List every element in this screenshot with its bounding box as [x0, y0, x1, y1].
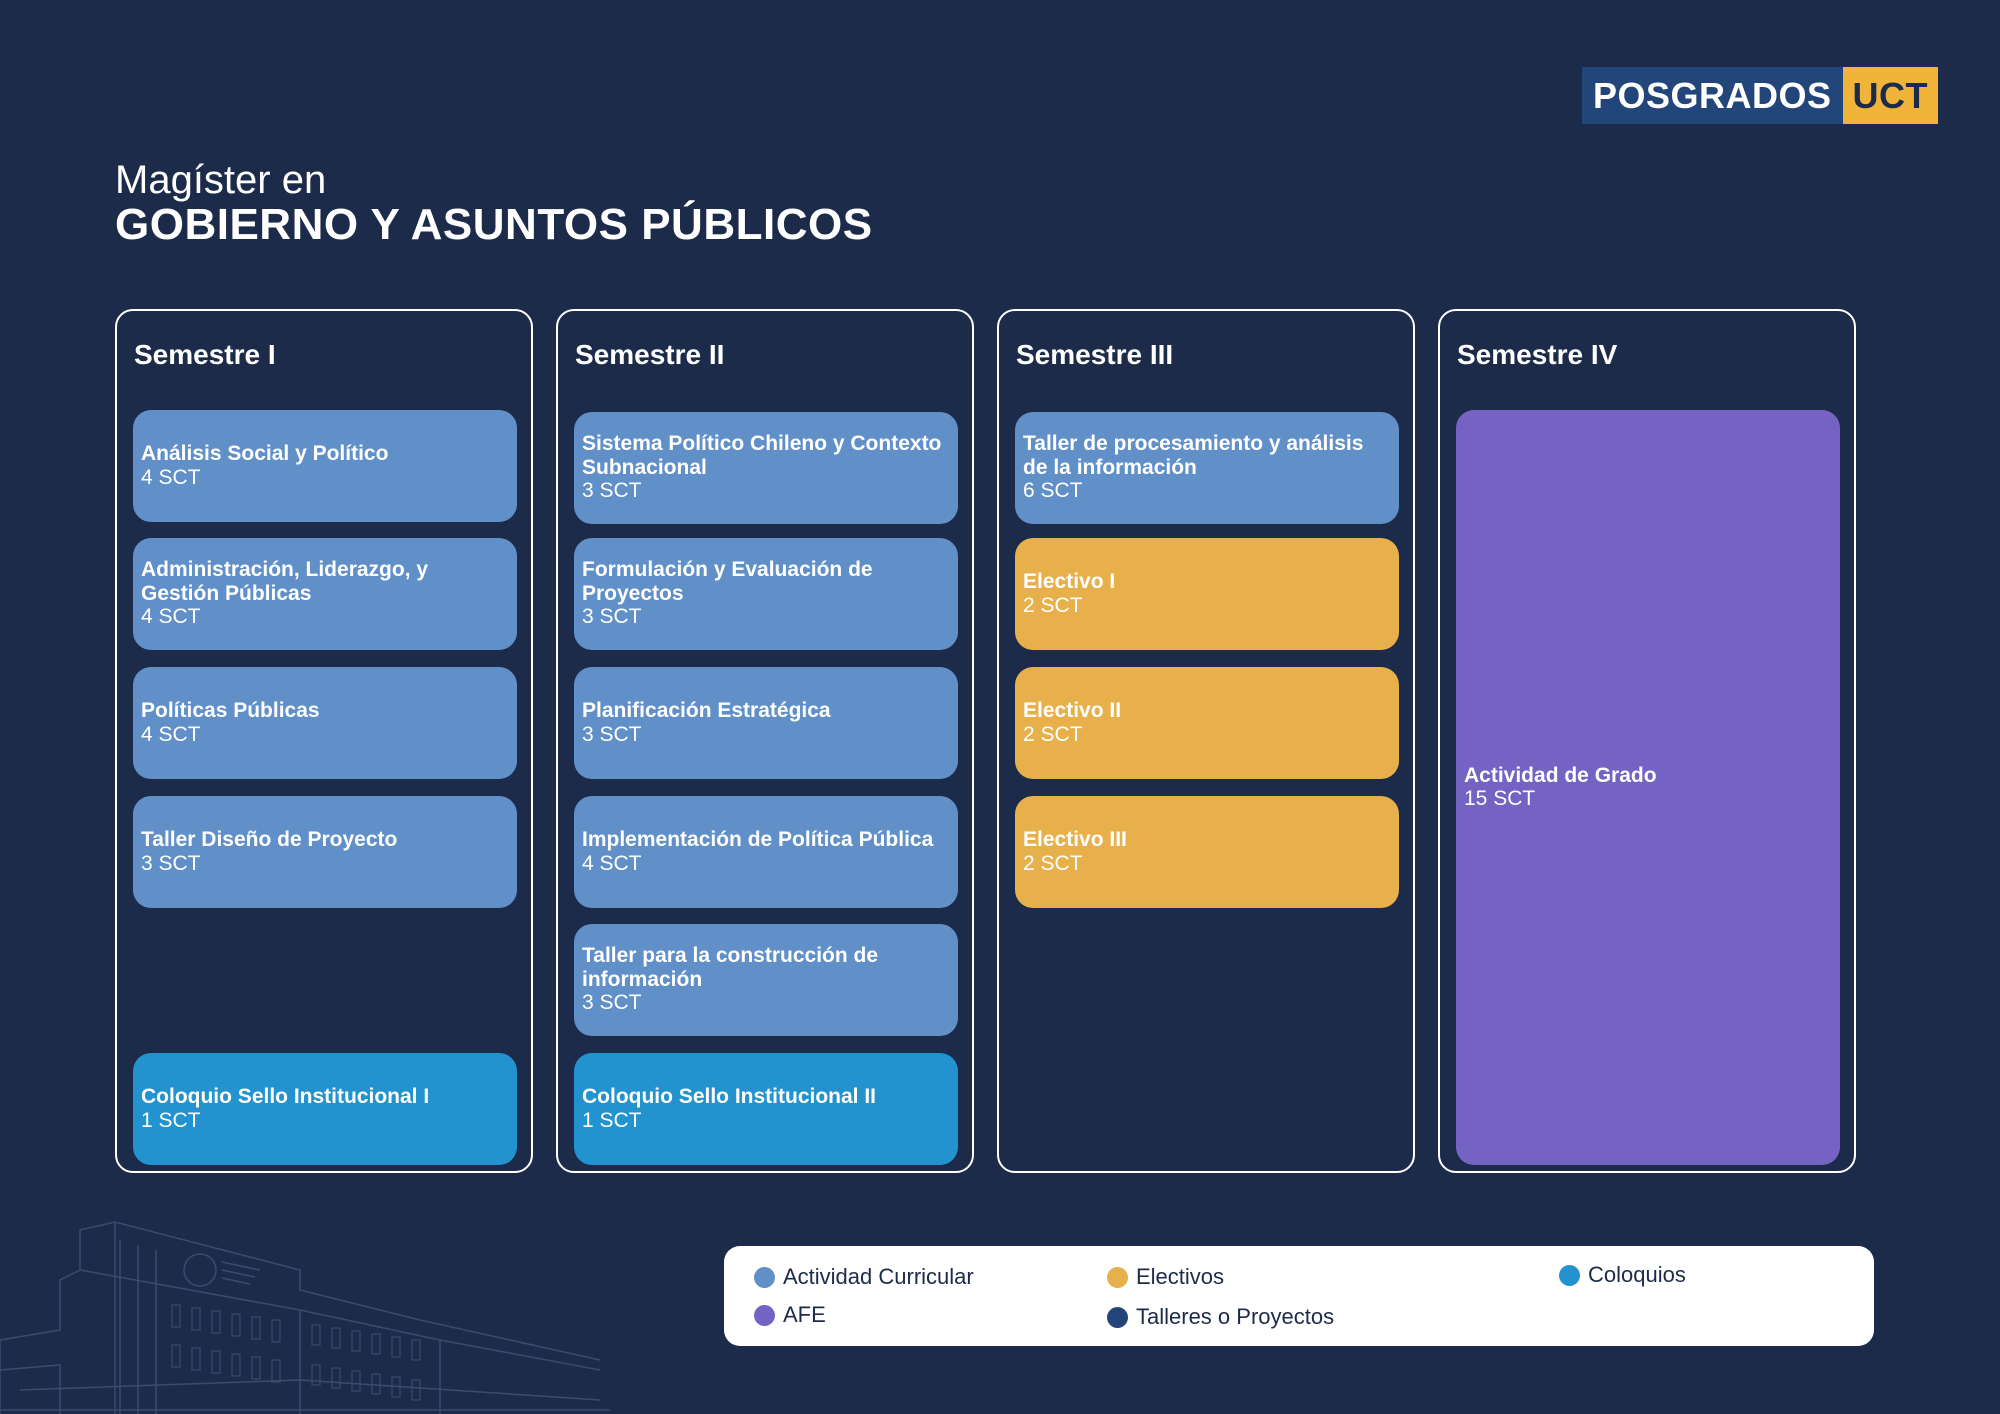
course-credits: 3 SCT: [582, 722, 642, 746]
course-credits: 1 SCT: [141, 1108, 201, 1132]
course-card[interactable]: Electivo I 2 SCT: [1015, 538, 1399, 650]
dot-icon: [1107, 1306, 1128, 1328]
course-credits: 4 SCT: [141, 465, 201, 489]
semester-3-column: Semestre III Taller de procesamiento y a…: [997, 309, 1415, 1173]
course-name: Electivo I: [1023, 570, 1116, 594]
course-card[interactable]: Electivo II 2 SCT: [1015, 667, 1399, 779]
course-card[interactable]: Implementación de Política Pública 4 SCT: [574, 796, 958, 908]
legend-label: AFE: [783, 1302, 826, 1327]
course-credits: 15 SCT: [1464, 787, 1536, 811]
course-name: Taller para la construcción de informaci…: [582, 944, 879, 991]
semester-title: Semestre I: [134, 339, 276, 370]
course-card[interactable]: Administración, Liderazgo, y Gestión Púb…: [133, 538, 517, 650]
course-card[interactable]: Actividad de Grado 15 SCT: [1456, 410, 1840, 1165]
posgrados-uct-logo: POSGRADOS UCT: [1582, 67, 1939, 124]
course-credits: 4 SCT: [582, 851, 642, 875]
course-credits: 3 SCT: [582, 605, 642, 629]
course-card[interactable]: Sistema Político Chileno y Contexto Subn…: [574, 412, 958, 524]
course-name: Taller Diseño de Proyecto: [141, 828, 398, 852]
legend-item-electivos: Electivos: [1107, 1264, 1224, 1290]
program-title: GOBIERNO Y ASUNTOS PÚBLICOS: [115, 200, 873, 249]
course-credits: 3 SCT: [141, 851, 201, 875]
course-credits: 4 SCT: [141, 722, 201, 746]
logo-text-right: UCT: [1842, 67, 1939, 124]
dot-icon: [754, 1304, 775, 1326]
course-card[interactable]: Políticas Públicas 4 SCT: [133, 667, 517, 779]
course-credits: 1 SCT: [582, 1108, 642, 1132]
course-card[interactable]: Taller de procesamiento y análisis de la…: [1015, 412, 1399, 524]
dot-icon: [1107, 1266, 1128, 1288]
dot-icon: [1559, 1264, 1580, 1286]
course-card[interactable]: Formulación y Evaluación de Proyectos 3 …: [574, 538, 958, 650]
semester-4-column: Semestre IV Actividad de Grado 15 SCT: [1438, 309, 1856, 1173]
course-credits: 3 SCT: [582, 991, 642, 1015]
course-card[interactable]: Electivo III 2 SCT: [1015, 796, 1399, 908]
legend-item-actividad-curricular: Actividad Curricular: [754, 1264, 974, 1290]
legend-label: Electivos: [1136, 1264, 1225, 1289]
course-card[interactable]: Coloquio Sello Institucional II 1 SCT: [574, 1053, 958, 1165]
semester-title: Semestre III: [1016, 339, 1174, 370]
legend-label: Coloquios: [1588, 1262, 1686, 1287]
course-card[interactable]: Planificación Estratégica 3 SCT: [574, 667, 958, 779]
dot-icon: [754, 1266, 775, 1288]
program-subtitle: Magíster en: [115, 158, 327, 202]
course-name: Actividad de Grado: [1464, 763, 1657, 787]
semester-2-column: Semestre II Sistema Político Chileno y C…: [556, 309, 974, 1173]
semester-1-column: Semestre I Análisis Social y Político 4 …: [115, 309, 533, 1173]
course-name: Electivo III: [1023, 828, 1127, 852]
course-card[interactable]: Coloquio Sello Institucional I 1 SCT: [133, 1053, 517, 1165]
course-card[interactable]: Taller Diseño de Proyecto 3 SCT: [133, 796, 517, 908]
course-name: Formulación y Evaluación de Proyectos: [582, 558, 873, 605]
course-name: Electivo II: [1023, 699, 1122, 723]
logo-text-left: POSGRADOS: [1582, 67, 1843, 124]
course-credits: 2 SCT: [1023, 851, 1083, 875]
course-credits: 6 SCT: [1023, 479, 1083, 503]
legend-label: Actividad Curricular: [783, 1264, 974, 1289]
course-credits: 3 SCT: [582, 479, 642, 503]
legend-item-afe: AFE: [754, 1302, 826, 1328]
legend-item-coloquios: Coloquios: [1559, 1262, 1686, 1288]
course-name: Sistema Político Chileno y Contexto Subn…: [582, 432, 942, 479]
course-credits: 2 SCT: [1023, 722, 1083, 746]
course-name: Análisis Social y Político: [141, 442, 389, 466]
course-name: Taller de procesamiento y análisis de la…: [1023, 432, 1364, 479]
course-credits: 2 SCT: [1023, 593, 1083, 617]
course-name: Políticas Públicas: [141, 699, 320, 723]
course-credits: 4 SCT: [141, 605, 201, 629]
semester-title: Semestre II: [575, 339, 725, 370]
course-name: Planificación Estratégica: [582, 699, 831, 723]
legend: Actividad Curricular AFE Electivos Talle…: [724, 1246, 1874, 1346]
course-name: Coloquio Sello Institucional I: [141, 1085, 430, 1109]
building-sketch: [0, 1221, 610, 1414]
legend-item-talleres: Talleres o Proyectos: [1107, 1304, 1334, 1330]
course-card[interactable]: Taller para la construcción de informaci…: [574, 924, 958, 1036]
course-name: Administración, Liderazgo, y Gestión Púb…: [141, 558, 429, 605]
semester-title: Semestre IV: [1457, 339, 1618, 370]
legend-label: Talleres o Proyectos: [1136, 1304, 1335, 1329]
course-name: Implementación de Política Pública: [582, 828, 934, 852]
course-name: Coloquio Sello Institucional II: [582, 1085, 876, 1109]
course-card[interactable]: Análisis Social y Político 4 SCT: [133, 410, 517, 522]
